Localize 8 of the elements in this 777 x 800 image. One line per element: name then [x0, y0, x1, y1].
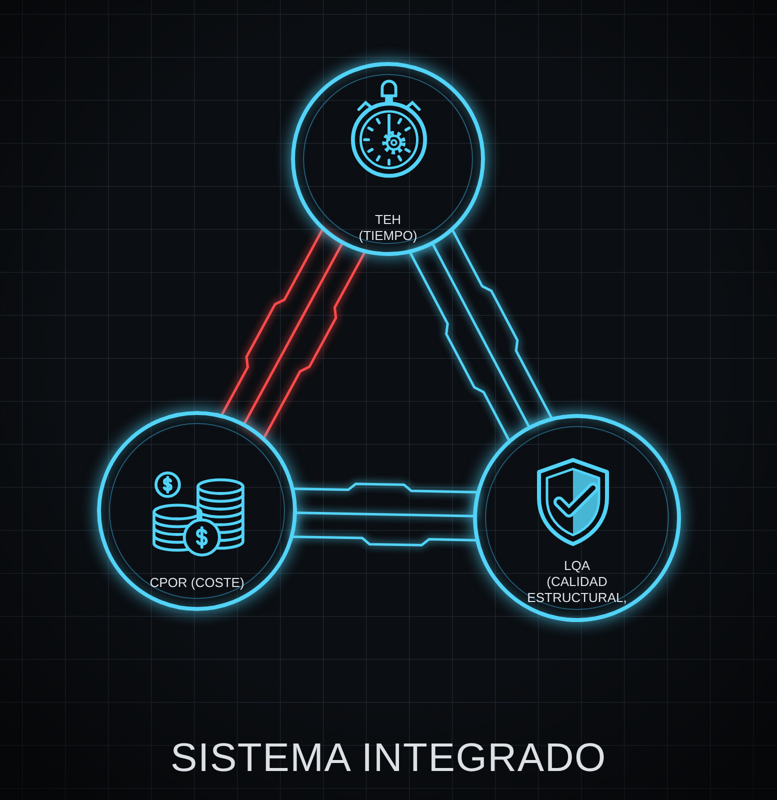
circuit-connector — [220, 227, 366, 440]
node-label: (CALIDAD ESTRUCTURAL, — [526, 574, 628, 606]
circuit-connector — [408, 228, 554, 442]
diagram-title: SISTEMA INTEGRADO — [170, 735, 606, 782]
node-label: LQA — [564, 558, 590, 574]
node-label: CPOR (COSTE) — [150, 575, 244, 591]
node-label: (TIEMPO) — [358, 228, 418, 244]
node-label: TEH — [375, 212, 401, 228]
